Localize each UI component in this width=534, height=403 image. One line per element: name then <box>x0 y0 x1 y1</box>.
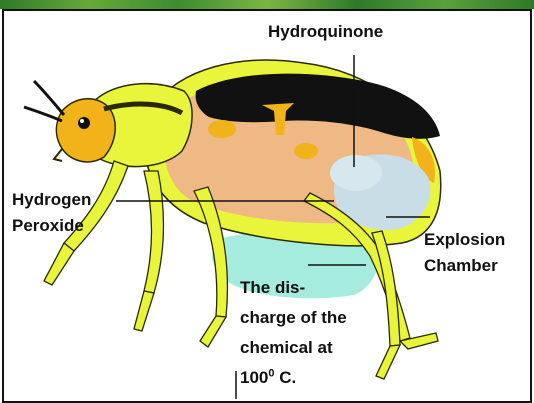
beetle-front-leg-2 <box>144 171 164 293</box>
beetle-mandible <box>54 149 62 161</box>
beetle-antenna-lower <box>24 107 62 121</box>
discharge-temp-value: 100 <box>240 368 268 387</box>
label-discharge-line1: The dis- <box>240 273 347 303</box>
label-explosion-line2: Chamber <box>424 253 505 279</box>
beetle-antenna-upper <box>34 81 64 115</box>
label-discharge-line2: charge of the <box>240 303 347 333</box>
beetle-eye <box>78 117 90 129</box>
top-decorative-strip <box>0 0 534 9</box>
label-explosion-line1: Explosion <box>424 227 505 253</box>
label-hydrogen-line1: Hydrogen <box>12 187 91 213</box>
label-discharge-line3: chemical at <box>240 333 347 363</box>
wing-spot-right <box>294 143 318 159</box>
label-discharge-line4: 1000 C. <box>240 363 347 393</box>
beetle-diagram-panel: Hydroquinone Hydrogen Peroxide Explosion… <box>2 9 532 403</box>
label-hydrogen-peroxide: Hydrogen Peroxide <box>12 187 91 239</box>
label-discharge: The dis- charge of the chemical at 1000 … <box>240 273 347 393</box>
label-hydrogen-line2: Peroxide <box>12 213 91 239</box>
label-explosion-chamber: Explosion Chamber <box>424 227 505 279</box>
wing-spot-left <box>208 120 236 138</box>
hydroquinone-reservoir <box>330 155 382 191</box>
discharge-temp-unit: C. <box>275 368 297 387</box>
label-hydroquinone: Hydroquinone <box>268 19 383 45</box>
